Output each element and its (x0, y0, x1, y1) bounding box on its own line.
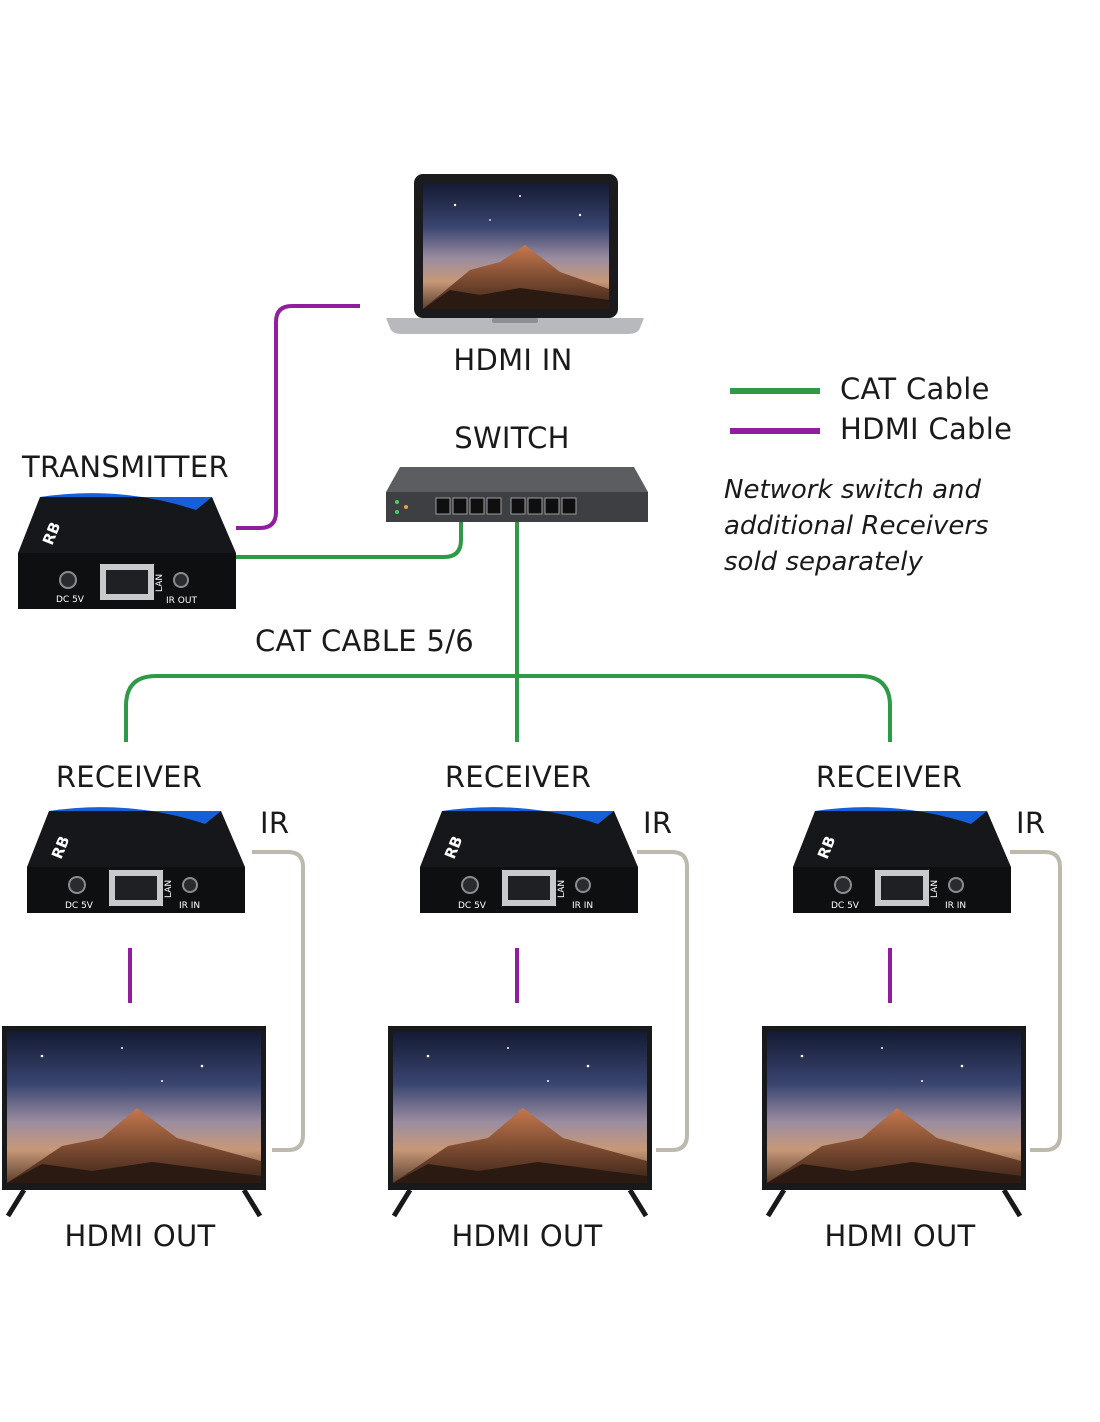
hdmi-out-1-label: HDMI OUT (64, 1219, 216, 1253)
receiver-port-lan: LAN (930, 880, 940, 898)
receiver-port-power: DC 5V (65, 901, 94, 911)
hdmi-in-label: HDMI IN (453, 343, 573, 377)
receiver-port-power: DC 5V (831, 901, 860, 911)
hdmi-cable-laptop-to-transmitter (236, 304, 360, 530)
cat-cable-transmitter-to-switch (236, 518, 463, 559)
note-line: additional Receivers (724, 511, 989, 541)
receiver-port-ir: IR IN (945, 901, 966, 911)
legend-hdmi-label: HDMI Cable (840, 412, 1013, 446)
receiver-device-icon: RB DC 5V LAN IR IN (420, 807, 638, 913)
ir-cable-1 (252, 850, 305, 1152)
transmitter-port-power: DC 5V (56, 595, 85, 605)
receiver-port-power: DC 5V (458, 901, 487, 911)
receiver-port-ir: IR IN (572, 901, 593, 911)
cat-cable-5-6-label: CAT CABLE 5/6 (255, 624, 475, 658)
receiver-3-label: RECEIVER (815, 760, 963, 794)
receiver-port-lan: LAN (557, 880, 567, 898)
tv-icon (2, 1026, 266, 1218)
ir-2-label: IR (643, 806, 673, 840)
receiver-device-icon: RB DC 5V LAN IR IN (793, 807, 1011, 913)
ir-cable-2 (637, 850, 689, 1152)
receiver-device-icon: RB DC 5V LAN IR IN (27, 807, 245, 913)
transmitter-device-icon: RB DC 5V LAN IR OUT (18, 493, 236, 609)
receiver-port-lan: LAN (164, 880, 174, 898)
hdmi-out-3-label: HDMI OUT (824, 1219, 976, 1253)
hdmi-out-2-label: HDMI OUT (451, 1219, 603, 1253)
note-line: Network switch and (724, 475, 982, 505)
legend-cat-label: CAT Cable (840, 372, 990, 406)
transmitter-port-ir: IR OUT (166, 596, 197, 606)
cables (124, 304, 1062, 1152)
ir-cable-3 (1010, 850, 1062, 1152)
tv-icon (388, 1026, 652, 1218)
switch-label: SWITCH (454, 421, 570, 455)
receiver-1-label: RECEIVER (55, 760, 203, 794)
receiver-2-label: RECEIVER (444, 760, 592, 794)
laptop-icon (386, 174, 644, 334)
separately-sold-note: Network switch and additional Receivers … (724, 472, 989, 580)
transmitter-label: TRANSMITTER (22, 450, 229, 484)
note-line: sold separately (724, 547, 923, 577)
ir-1-label: IR (260, 806, 290, 840)
tv-icon (762, 1026, 1026, 1218)
network-switch-icon (386, 467, 648, 522)
cat-cable-receiver-branch (124, 674, 892, 742)
receiver-port-ir: IR IN (179, 901, 200, 911)
transmitter-port-lan: LAN (155, 574, 165, 592)
ir-3-label: IR (1016, 806, 1046, 840)
